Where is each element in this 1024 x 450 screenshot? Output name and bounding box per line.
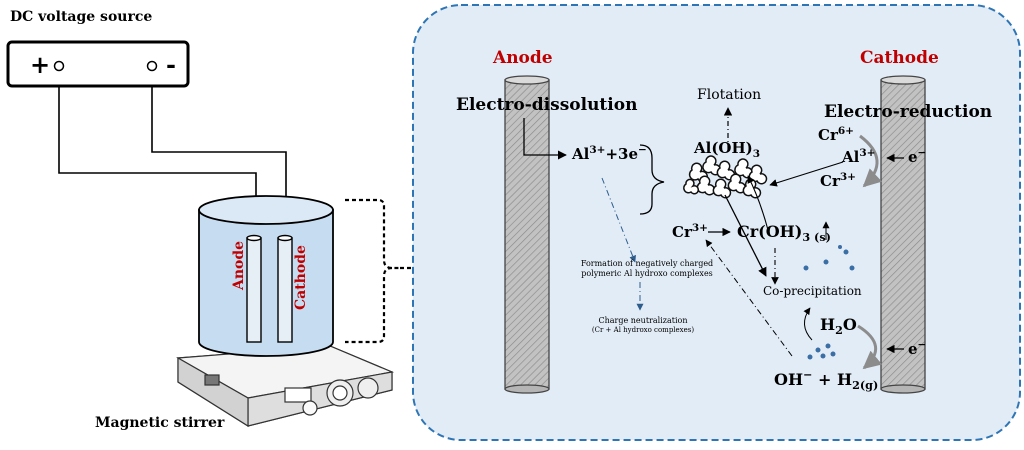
dc-voltage-source — [6, 40, 190, 88]
electro-dissolution-label: Electro-dissolution — [456, 95, 638, 115]
cathode-rod — [880, 79, 926, 390]
stirrer-knob-2 — [357, 377, 379, 399]
stirrer-button — [302, 400, 318, 416]
beaker-anode-label: Anode — [231, 240, 247, 290]
magnetic-stirrer — [176, 345, 395, 428]
beaker-electrodes — [246, 234, 293, 343]
charge-neutralization-label: Charge neutralization — [598, 316, 688, 325]
electro-reduction-label: Electro-reduction — [824, 102, 993, 122]
zoom-bracket — [345, 198, 420, 344]
cr-al-complexes-label: (Cr + Al hydroxo complexes) — [591, 326, 695, 334]
aloh3-label: Al(OH)3 — [694, 139, 761, 160]
beaker-anode — [246, 237, 262, 343]
reduction-curve-top — [859, 134, 882, 188]
al-dissolution-equation: Al3++3e− — [572, 144, 647, 163]
cr3-label: Cr3+ — [672, 222, 708, 241]
electron-bottom-label: e− — [908, 339, 927, 358]
negative-terminal — [146, 60, 158, 72]
beaker-cathode — [277, 237, 293, 343]
reaction-panel — [412, 4, 1021, 441]
minus-sign: - — [166, 50, 176, 79]
brace — [639, 144, 665, 215]
cr6-label: Cr6+ — [818, 125, 854, 144]
croh3-label: Cr(OH)3 (s) — [737, 222, 831, 245]
plus-sign: + — [30, 50, 51, 79]
positive-terminal — [53, 60, 65, 72]
dc-source-title: DC voltage source — [10, 9, 153, 25]
anode-title: Anode — [493, 48, 553, 68]
dissolution-arrow — [523, 118, 567, 160]
oh-h2-equation: OH− + H2(g) — [774, 367, 879, 393]
coprecipitation-label: Co-precipitation — [763, 284, 862, 298]
flotation-label: Flotation — [697, 87, 762, 103]
panel-electrodes — [504, 75, 926, 394]
h2o-label: H2O — [820, 315, 857, 338]
stirrer-title: Magnetic stirrer — [95, 415, 225, 431]
reduction-curve-bottom — [857, 324, 883, 370]
electron-top-label: e− — [908, 147, 927, 166]
beaker — [198, 195, 334, 357]
cathode-title: Cathode — [860, 48, 939, 68]
precipitate-dots — [803, 245, 855, 360]
al3-cathode-label: Al3+ — [842, 147, 876, 166]
cr3-reduced-label: Cr3+ — [820, 171, 856, 190]
formation-text: Formation of negatively charged polymeri… — [580, 259, 714, 278]
anode-rod — [504, 79, 550, 390]
aloh3-flocs — [683, 155, 768, 199]
beaker-cathode-label: Cathode — [293, 245, 309, 310]
